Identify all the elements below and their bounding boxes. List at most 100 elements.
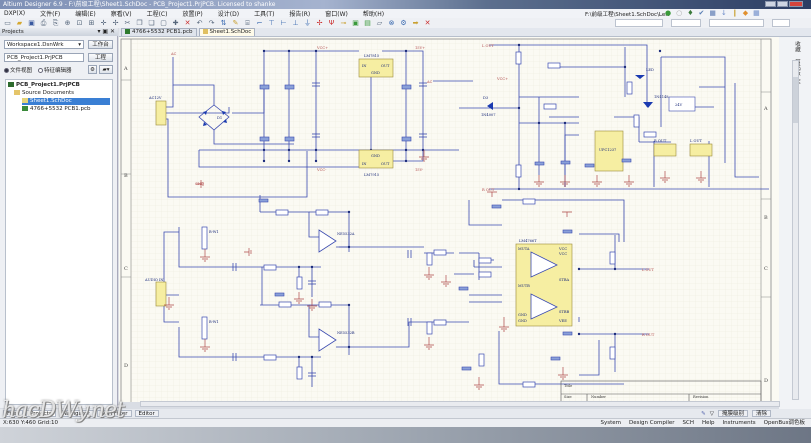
menu-item[interactable]: 编辑(E) [75,11,96,18]
menu-item[interactable]: DXP(X) [4,10,26,17]
cut-icon[interactable]: ✂ [124,18,131,27]
sheet-entry-icon[interactable]: ▤ [364,18,371,27]
bottom-tab[interactable]: Editor [134,410,159,417]
menu-item[interactable]: 文件(F) [40,11,61,18]
menu-item[interactable]: 设计(D) [217,11,240,18]
pencil-icon[interactable]: ✎ [232,18,239,27]
folder-menu-icon[interactable]: ▰▾ [99,65,113,74]
bottom-tab[interactable]: SCH Filter [96,410,132,417]
print-icon[interactable]: ⎙ [40,18,47,27]
layer-icon[interactable]: ■ [709,9,716,17]
panel-controls[interactable]: ▾ ▣ ✕ [97,28,115,35]
status-link[interactable]: Help [701,420,715,426]
part-icon[interactable]: ⊸ [340,18,347,27]
document-path-combo[interactable]: F:\前级工程\Sheet1.SchDoc\Left [585,12,670,18]
menu-item[interactable]: 帮助(H) [362,11,385,18]
bottom-tab[interactable]: Files [3,410,24,417]
vcc-icon[interactable]: ✢ [316,18,323,27]
project-button[interactable]: 工程 [88,53,113,62]
no-connect-icon[interactable]: ✕ [424,18,431,27]
menu-item[interactable]: 察看(V) [110,11,132,18]
compile-icon[interactable]: ✔ [698,9,705,17]
tab-pcb[interactable]: 4766+5532 PCB1.pcb [121,28,197,36]
redo-icon[interactable]: ↷ [208,18,215,27]
power-port-icon[interactable]: Ψ [328,18,335,27]
wire-icon[interactable]: ⌐ [256,18,263,27]
project-options-icon[interactable]: ⚙ [88,65,97,74]
forward-icon[interactable]: ○ [676,9,683,17]
workspace-select[interactable]: Workspace1.DsnWrk ▾ [4,40,84,49]
cross-icon[interactable]: ✛ [100,18,107,27]
minimize-button[interactable] [765,1,776,7]
vertical-scrollbar[interactable] [792,60,799,400]
clear-button[interactable]: 清除 [751,410,771,417]
paste-icon[interactable]: ❏ [148,18,155,27]
zoom-icon[interactable]: ⊕ [64,18,71,27]
pcb-layout-icon[interactable]: ➡ [412,18,419,27]
deselect-icon[interactable]: ✕ [184,18,191,27]
undo-icon[interactable]: ↶ [196,18,203,27]
move-icon[interactable]: ✚ [172,18,179,27]
project-field[interactable]: PCB_Project1.PrjPCB [4,53,84,62]
zoom-fit-icon[interactable]: ⊡ [76,18,83,27]
new-icon[interactable]: ▭ [4,18,11,27]
menu-item[interactable]: 工具(T) [254,11,275,18]
hierarchy-icon[interactable]: ⇅ [220,18,227,27]
favorites-tab[interactable]: 收藏 [794,41,800,52]
bus-entry-icon[interactable]: ⊢ [280,18,287,27]
down-icon[interactable]: ↓ [721,9,727,17]
menu-item[interactable]: 窗口(W) [325,11,348,18]
menu-item[interactable]: 放置(P) [182,11,203,18]
directive-icon[interactable]: ⊗ [388,18,395,27]
bottom-tab[interactable]: Projects [26,410,56,417]
tab-sheet1[interactable]: Sheet1.SchDoc [198,28,256,36]
horizontal-scrollbar[interactable] [140,401,780,407]
level-combo[interactable] [772,19,790,27]
status-link[interactable]: Instruments [722,420,756,426]
noerc-icon[interactable]: ⚙ [400,18,407,27]
probe-icon[interactable]: ❙ [731,9,738,17]
open-icon[interactable]: ▰ [16,18,23,27]
tree-node-project[interactable]: PCB_Project1.PrjPCB [8,82,80,89]
close-button[interactable] [789,1,803,7]
port-icon[interactable]: ▱ [376,18,383,27]
gnd-icon[interactable]: ⏚ [304,18,311,27]
bus-icon[interactable]: ⊤ [268,18,275,27]
print-preview-icon[interactable]: ⎘ [52,18,59,27]
file-view-radio[interactable]: 文件视图 [4,66,32,74]
structure-editor-radio[interactable]: 特征编辑器 [38,66,72,74]
orange-icon[interactable]: ◆ [742,9,749,17]
menu-item[interactable]: 工程(C) [146,11,168,18]
scroll-thumb[interactable] [793,77,798,123]
browse-icon[interactable]: ⌸ [245,18,250,27]
status-link[interactable]: SCH [682,420,694,426]
mask-combo[interactable] [709,19,764,27]
brush-icon[interactable]: ✎ [701,410,706,417]
status-link[interactable]: OpenBus调色板 [763,420,805,426]
sheet-symbol-icon[interactable]: ▣ [352,18,359,27]
tree-node-pcb[interactable]: 4766+5532 PCB1.pcb [22,106,91,113]
schematic-canvas[interactable]: A B C D A B C D [119,37,779,402]
net-label-icon[interactable]: ⊥ [292,18,299,27]
bottom-tab[interactable]: Navigator [58,410,94,417]
maximize-button[interactable] [777,1,788,7]
save-icon[interactable]: ▣ [28,18,35,27]
zoom-area-icon[interactable]: ⊞ [88,18,95,27]
menu-item[interactable]: 报告(R) [289,11,311,18]
mask-level-button[interactable]: 掩膜级别 [717,410,748,417]
tree-node-sheet1[interactable]: Sheet1.SchDoc [22,98,110,105]
tree-node-source-documents[interactable]: Source Documents [14,90,74,97]
workspace-button[interactable]: 工作台 [88,40,113,49]
status-link[interactable]: System [600,420,622,426]
title-bar: Altium Designer 6.9 - F:\前级工程\Sheet1.Sch… [0,0,811,9]
copy-icon[interactable]: ❐ [136,18,143,27]
status-link[interactable]: Design Compiler [629,420,675,426]
back-icon[interactable]: ● [665,9,672,17]
select-icon[interactable]: ▢ [160,18,167,27]
filter-icon[interactable]: ▽ [709,410,714,417]
home-icon[interactable]: ♦ [687,9,694,17]
tool-icon[interactable]: ✢ [112,18,119,27]
grid-icon[interactable]: ▦ [753,9,760,17]
filter-combo[interactable] [615,19,663,27]
apply-combo[interactable] [671,19,701,27]
